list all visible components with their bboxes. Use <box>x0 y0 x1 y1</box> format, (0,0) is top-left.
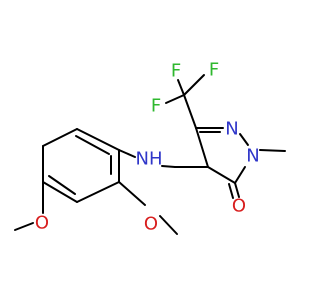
bond-benzene-inner-1 <box>75 135 110 155</box>
bond-nh-benzene <box>118 149 136 158</box>
atom-o-methoxy-left: O <box>35 213 49 234</box>
atom-n-methyl: N <box>246 146 259 167</box>
atom-o-carbonyl: O <box>232 196 246 217</box>
bond-ring-c-c <box>207 166 236 184</box>
bond-carbonyl-1 <box>234 182 240 198</box>
bond-cf3-f-top <box>177 79 185 96</box>
bond-cf3-f-top-right <box>183 74 205 96</box>
bond-n-methyl <box>259 149 286 152</box>
bond-o-methyl-right <box>159 215 178 235</box>
molecule-svg: F F F N N NH O O O <box>14 60 286 235</box>
bond-benzene-2 <box>42 128 78 147</box>
atom-nh: NH <box>136 149 163 170</box>
bond-benzene-4 <box>42 181 78 203</box>
bond-cf3-ring <box>183 94 197 129</box>
bond-carbonyl-2 <box>228 183 234 199</box>
molecule-canvas: F F F N N NH O O O <box>14 60 286 235</box>
bond-ring-n-n <box>239 133 249 146</box>
atom-n-ring: N <box>225 119 238 140</box>
atom-f-left: F <box>151 96 161 117</box>
bond-benzene-inner-2 <box>48 175 76 195</box>
bond-benzene-1 <box>76 128 120 151</box>
atom-f-top: F <box>171 61 181 82</box>
bond-cf3-f-left <box>165 94 185 104</box>
atom-o-methoxy-right: O <box>144 214 158 235</box>
bond-o-methyl-left <box>14 222 34 231</box>
bond-ring-n-c <box>234 166 246 184</box>
bond-benzene-5 <box>76 181 120 203</box>
bond-ring-c-c-left <box>195 127 209 168</box>
bond-group <box>14 74 286 235</box>
atom-f-top-right: F <box>209 60 219 81</box>
bond-benzene-o-right <box>118 181 146 206</box>
bond-methylene-nh <box>161 165 176 168</box>
atom-labels: F F F N N NH O O O <box>35 60 260 235</box>
